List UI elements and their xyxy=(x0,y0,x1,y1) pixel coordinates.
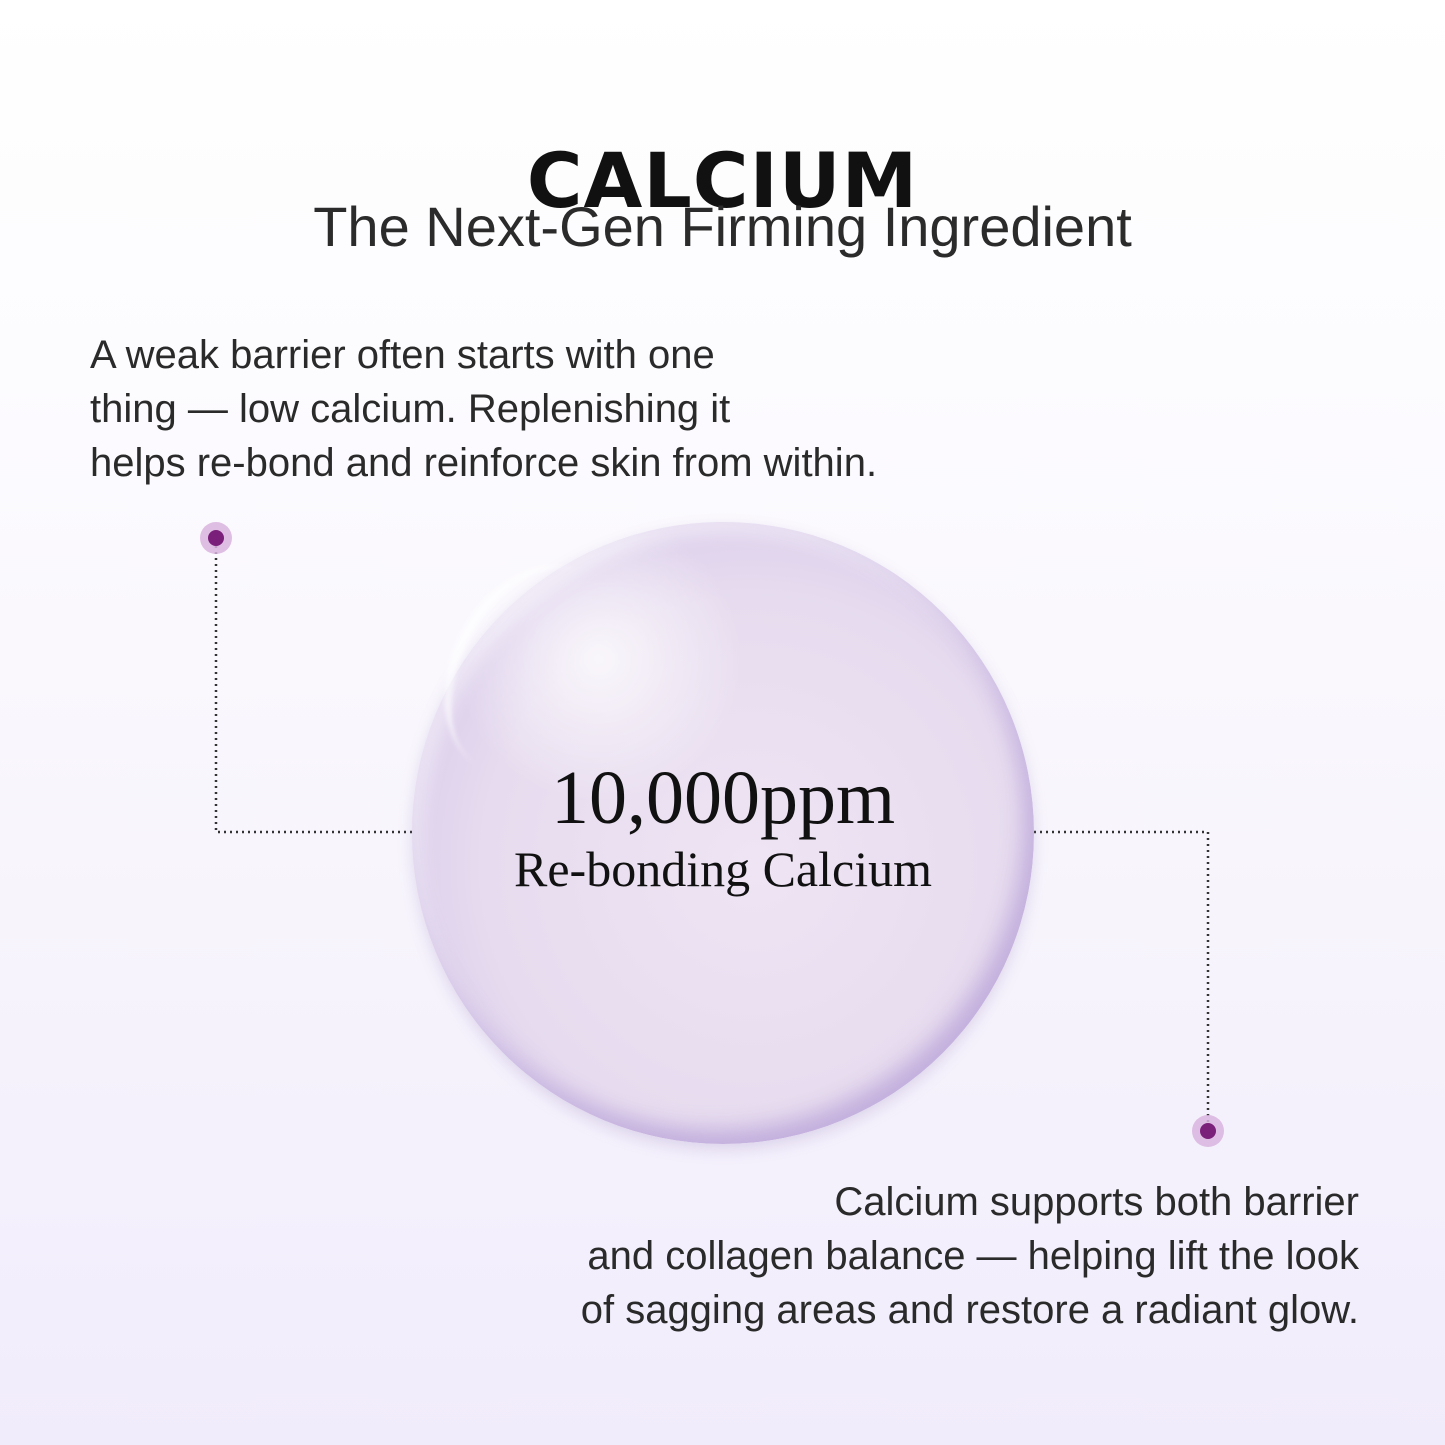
left-description-line: helps re-bond and reinforce skin from wi… xyxy=(90,441,878,485)
left-description-line: A weak barrier often starts with one xyxy=(90,333,715,377)
right-marker-dot xyxy=(1200,1123,1216,1139)
right-description-line: of sagging areas and restore a radiant g… xyxy=(580,1288,1359,1332)
left-connector-line xyxy=(214,540,412,834)
right-description: Calcium supports both barrier and collag… xyxy=(581,1175,1359,1337)
left-marker-dot xyxy=(208,530,224,546)
right-connector-line xyxy=(1034,830,1210,1130)
right-description-line: Calcium supports both barrier xyxy=(834,1180,1359,1224)
right-description-line: and collagen balance — helping lift the … xyxy=(587,1234,1359,1278)
left-description-line: thing — low calcium. Replenishing it xyxy=(90,387,731,431)
concentration-value: 10,000ppm xyxy=(550,756,896,840)
calcium-bubble xyxy=(412,522,1034,1144)
left-description: A weak barrier often starts with one thi… xyxy=(90,328,877,490)
page-subtitle: The Next-Gen Firming Ingredient xyxy=(313,195,1132,258)
concentration-label: Re-bonding Calcium xyxy=(514,841,932,897)
page-title: CALCIUM xyxy=(526,135,919,225)
